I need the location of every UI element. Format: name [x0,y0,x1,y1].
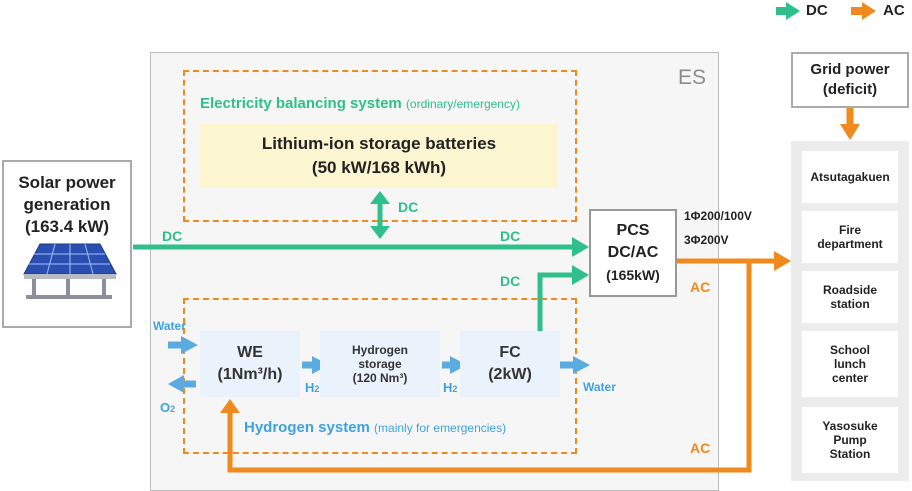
ac-arrowhead-grid [840,124,860,140]
ebs-title-text: Electricity balancing system [200,95,402,112]
hydrogen-storage-box: Hydrogen storage (120 Nm³) [320,331,440,397]
ebs-subtitle: (ordinary/emergency) [405,97,520,111]
o2-out-arrowhead [168,375,184,393]
facility-school-lunch-center: School lunch center [802,331,898,397]
o2-label-main: O [160,400,171,415]
pcs-type: DC/AC [607,244,659,261]
h2-label-main: H [443,380,453,395]
dc-arrowhead-battery-down [370,226,390,239]
pcs-voltage-single-phase: 1Φ200/100V [684,209,752,223]
pcs-title: PCS [616,222,650,239]
pcs-box: PCS DC/AC (165kW) [589,209,677,297]
fc-box: FC (2kW) [460,331,560,397]
dc-label-solar: DC [162,228,183,244]
battery-box: Lithium-ion storage batteries (50 kW/168… [200,124,558,188]
solar-label: Solar power generation (163.4 kW) [2,172,132,238]
we-capacity: (1Nm³/h) [217,366,283,383]
dc-label-battery: DC [398,199,419,215]
legend-dc-label: DC [806,2,828,19]
pcs-capacity: (165kW) [606,267,660,283]
water-in-label: Water [153,319,186,333]
facility-fire-department: Fire department [802,211,898,263]
facility-line: Atsutagakuen [810,170,890,184]
water-out-label: Water [583,380,616,394]
grid-line2: (deficit) [822,81,878,98]
fc-title: FC [499,344,521,361]
fc-capacity: (2kW) [488,366,532,383]
h2-label-main: H [305,380,315,395]
dc-arrowhead-pcs [572,237,589,257]
solar-line2: generation [23,195,111,214]
facility-line: lunch [834,357,866,371]
h2-label-sub: 2 [452,384,458,394]
water-out-arrowhead [573,356,590,374]
es-label: ES [678,66,707,89]
storage-line3: (120 Nm³) [352,371,408,385]
facility-line: Station [829,447,871,461]
solar-panel-icon [23,243,117,299]
facility-line: department [817,237,883,251]
ac-arrowhead-facilities [774,251,791,271]
facility-yasosuke-pump-station: Yasosuke Pump Station [802,407,898,473]
solar-line3: (163.4 kW) [24,217,110,236]
solar-line1: Solar power [18,173,116,192]
dc-label-main: DC [500,228,521,244]
battery-name: Lithium-ion storage batteries [261,134,497,153]
ac-arrowhead-we [220,399,240,413]
facility-roadside-station: Roadside station [802,271,898,323]
h2-label-storage-fc: H2 [443,380,457,395]
facility-line: Fire [838,223,861,237]
we-title: WE [237,344,263,361]
dc-arrowhead-fc [572,265,589,285]
dc-label-fc: DC [500,273,521,289]
legend-ac-label: AC [883,2,905,19]
legend-dc-arrowhead [786,2,800,20]
facility-line: School [829,343,870,357]
h2-arrowhead-fc [450,356,467,374]
dc-line-fc-to-pcs [537,272,574,331]
dc-arrowhead-battery-up [370,191,390,204]
o2-label-sub: 2 [170,404,176,414]
o2-label: O2 [160,400,175,415]
h2-label-sub: 2 [314,384,320,394]
grid-line1: Grid power [810,61,890,78]
we-box: WE (1Nm³/h) [200,331,300,397]
facility-line: Pump [833,433,867,447]
storage-line2: storage [358,357,402,371]
grid-power-box: Grid power (deficit) [791,52,909,108]
storage-line1: Hydrogen [351,343,408,357]
hydrogen-system-title: Hydrogen system (mainly for emergencies) [244,419,506,436]
ac-line-to-we [227,261,752,473]
facility-atsutagakuen: Atsutagakuen [802,151,898,203]
facility-line: center [831,371,869,385]
ebs-title: Electricity balancing system (ordinary/e… [200,95,520,112]
battery-capacity: (50 kW/168 kWh) [311,158,447,177]
hydrogen-title-text: Hydrogen system [244,419,370,436]
pcs-voltage-three-phase: 3Φ200V [684,233,729,247]
h2-label-we-storage: H2 [305,380,319,395]
facility-line: station [830,297,870,311]
ac-label-bottom: AC [690,440,711,456]
facility-line: Yasosuke [822,419,878,433]
ac-label-pcs: AC [690,279,711,295]
water-in-arrowhead [181,336,198,354]
hydrogen-subtitle: (mainly for emergencies) [374,421,507,435]
legend-ac-arrowhead [862,2,876,20]
facility-line: Roadside [822,283,877,297]
